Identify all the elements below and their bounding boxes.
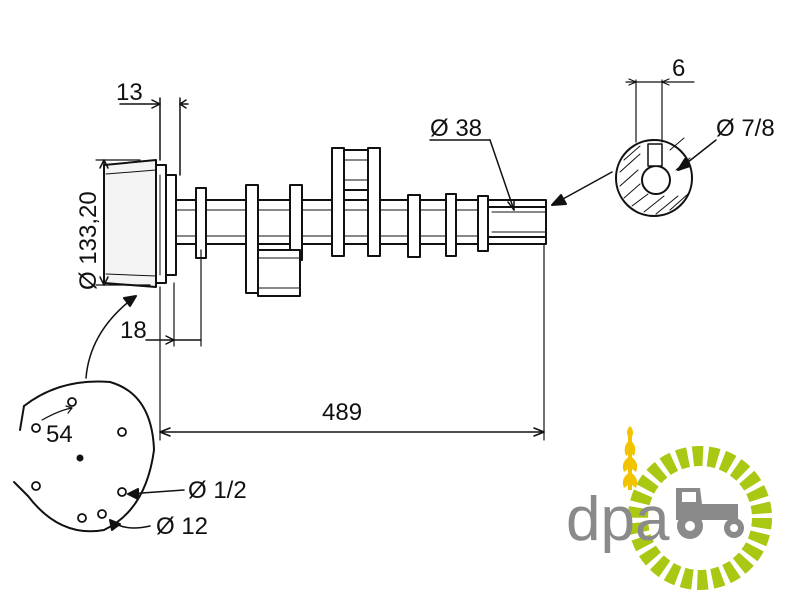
dim-overall-length (159, 243, 545, 441)
tractor-icon (676, 488, 744, 539)
label-keyway-width: 6 (672, 55, 685, 82)
shaft-nose (487, 206, 547, 238)
wheat-icon (622, 426, 638, 490)
section-view-pointer (551, 171, 613, 206)
label-bore-diameter: Ø 7/8 (716, 115, 775, 142)
label-pin-hole: Ø 12 (156, 513, 208, 540)
dim-flange-diameter (95, 159, 151, 286)
dim-pin-hole-leader (109, 519, 151, 531)
brand-logo: dpa (566, 426, 772, 590)
crank-pins (257, 149, 369, 297)
label-flange-offset: 18 (120, 317, 147, 344)
dim-flange-offset (145, 249, 202, 347)
section-view (615, 78, 695, 217)
label-flange-thickness: 13 (116, 79, 143, 106)
dim-shaft-diameter-leader (429, 139, 515, 211)
logo-text: dpa (566, 485, 670, 554)
label-flange-diameter: Ø 133,20 (75, 191, 102, 290)
flange-pointer (85, 295, 137, 379)
flange-face-view (13, 380, 155, 533)
dim-flange-thickness (119, 97, 189, 176)
label-shaft-diameter: Ø 38 (430, 115, 482, 142)
dim-thread-hole-leader (127, 488, 185, 500)
crank-webs (195, 147, 489, 294)
label-thread-hole: Ø 1/2 (188, 477, 247, 504)
dim-bore-leader (677, 139, 717, 171)
flange (103, 159, 177, 288)
label-bolt-spacing: 54 (46, 421, 73, 448)
label-overall-length: 489 (322, 399, 362, 426)
